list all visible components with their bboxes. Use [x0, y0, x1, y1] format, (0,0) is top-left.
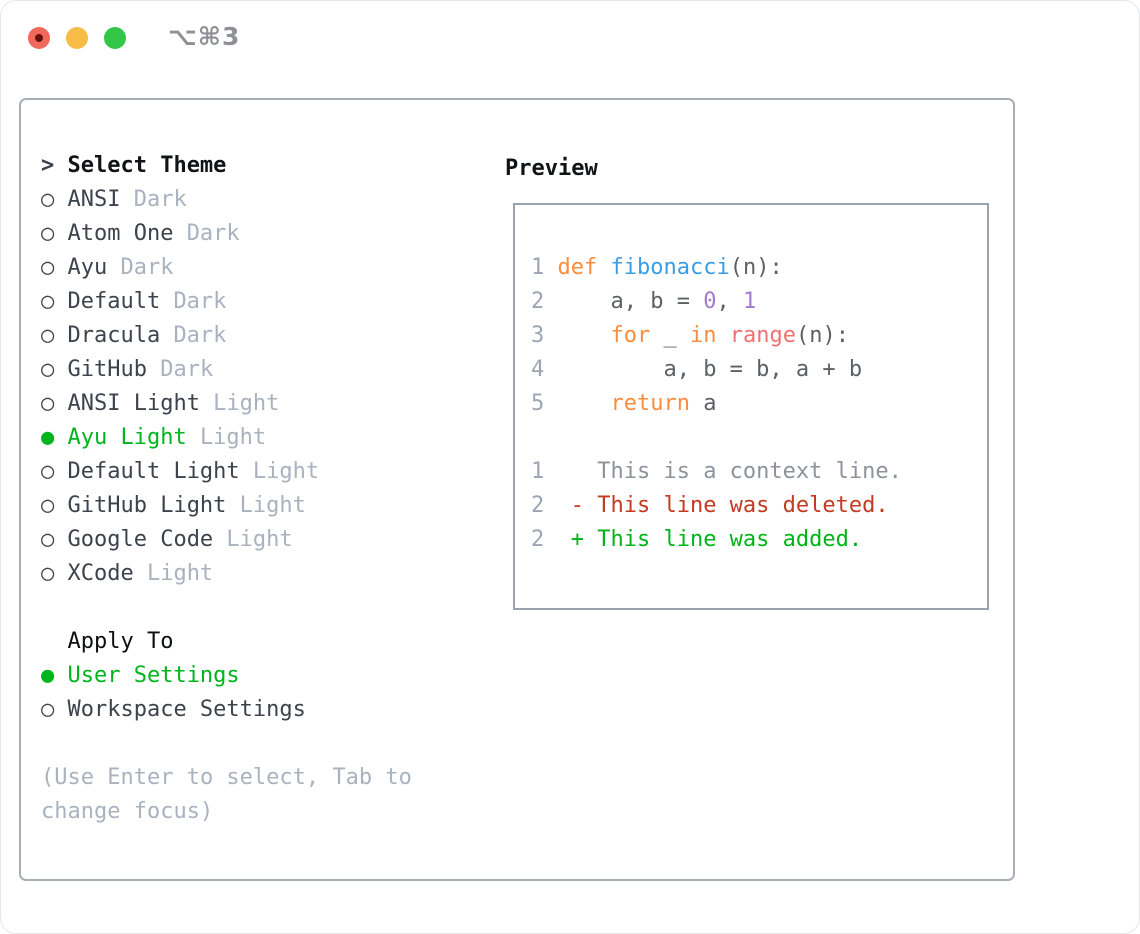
apply-option-user-settings[interactable]: ●User Settings [41, 663, 240, 688]
select-theme-header: > Select Theme [41, 149, 412, 183]
code-token-num: 1 [531, 255, 558, 280]
code-token-num: 4 [531, 357, 558, 382]
theme-badge: Dark [173, 323, 227, 348]
code-line [531, 421, 987, 455]
radio-unselected-icon: ○ [41, 697, 55, 722]
prompt-caret: > [41, 153, 55, 178]
theme-badge: Light [252, 459, 320, 484]
code-line: 4 a, b = b, a + b [531, 353, 987, 387]
theme-badge: Dark [120, 255, 174, 280]
radio-unselected-icon: ○ [41, 221, 55, 246]
code-token-ctx: This is a context line. [557, 459, 902, 484]
code-token-lit: 0 [703, 289, 717, 314]
radio-unselected-icon: ○ [41, 561, 55, 586]
code-token-num: 2 [531, 493, 558, 518]
theme-badge: Light [199, 425, 267, 450]
theme-badge: Dark [173, 289, 227, 314]
hint-text-line1: (Use Enter to select, Tab to [41, 765, 412, 790]
radio-unselected-icon: ○ [41, 289, 55, 314]
radio-selected-icon: ● [41, 425, 55, 450]
radio-unselected-icon: ○ [41, 391, 55, 416]
close-button[interactable] [28, 27, 50, 49]
theme-badge: Dark [133, 187, 187, 212]
radio-unselected-icon: ○ [41, 493, 55, 518]
code-line: 2 a, b = 0, 1 [531, 285, 987, 319]
code-token-num: 2 [531, 527, 558, 552]
zoom-button[interactable] [104, 27, 126, 49]
code-token-kw: for [610, 323, 651, 348]
code-token-del: - This line was deleted. [557, 493, 889, 518]
code-token-kw: in [689, 323, 717, 348]
theme-badge: Light [226, 527, 293, 552]
code-token-lit: 1 [742, 289, 757, 314]
radio-unselected-icon: ○ [41, 255, 55, 280]
select-theme-label: Select Theme [67, 153, 227, 178]
theme-badge: Dark [160, 357, 214, 382]
radio-unselected-icon: ○ [41, 527, 55, 552]
radio-unselected-icon: ○ [41, 187, 55, 212]
code-token-num: 1 [531, 459, 558, 484]
window-title: ⌥⌘3 [168, 22, 241, 51]
hint-text-line2: change focus) [41, 799, 214, 824]
spacer [41, 727, 412, 761]
code-token-kw: return [610, 391, 690, 416]
code-token-num: 5 [531, 391, 558, 416]
code-token-plain: _ [650, 323, 690, 348]
minimize-button[interactable] [66, 27, 88, 49]
code-token-plain: (n): [729, 255, 783, 280]
code-token-add: + This line was added. [557, 527, 863, 552]
code-token-plain: (n): [795, 323, 849, 348]
preview-heading: Preview [505, 156, 598, 181]
code-token-plain [558, 391, 611, 416]
code-token-plain: , [716, 289, 743, 314]
titlebar: ⌥⌘3 [1, 1, 1139, 73]
code-token-num: 3 [531, 323, 558, 348]
code-token-plain [558, 323, 611, 348]
code-line: 1 This is a context line. [531, 455, 987, 489]
theme-badge: Dark [186, 221, 240, 246]
code-token-plain: a, b = b, a + b [557, 357, 863, 382]
code-token-plain: a [689, 391, 717, 416]
radio-unselected-icon: ○ [41, 459, 55, 484]
code-token-kw: def [557, 255, 611, 280]
radio-unselected-icon: ○ [41, 323, 55, 348]
radio-selected-icon: ● [41, 663, 55, 688]
spacer [41, 591, 412, 625]
radio-unselected-icon: ○ [41, 357, 55, 382]
code-token-fn: fibonacci [610, 255, 730, 280]
theme-badge: Light [239, 493, 306, 518]
apply-to-header: Apply To [67, 629, 174, 654]
code-line: 5 return a [531, 387, 987, 421]
code-line: 2 - This line was deleted. [531, 489, 987, 523]
theme-badge: Light [146, 561, 214, 586]
apply-option-workspace-settings[interactable]: ○Workspace Settings [41, 697, 306, 722]
code-token-plain [716, 323, 729, 348]
code-token-call: range [729, 323, 796, 348]
code-line: 2 + This line was added. [531, 523, 987, 557]
code-line: 1 def fibonacci(n): [531, 251, 987, 285]
theme-badge: Light [213, 391, 280, 416]
code-token-plain: a, b = [557, 289, 704, 314]
code-token-num: 2 [531, 289, 558, 314]
code-line: 3 for _ in range(n): [531, 319, 987, 353]
